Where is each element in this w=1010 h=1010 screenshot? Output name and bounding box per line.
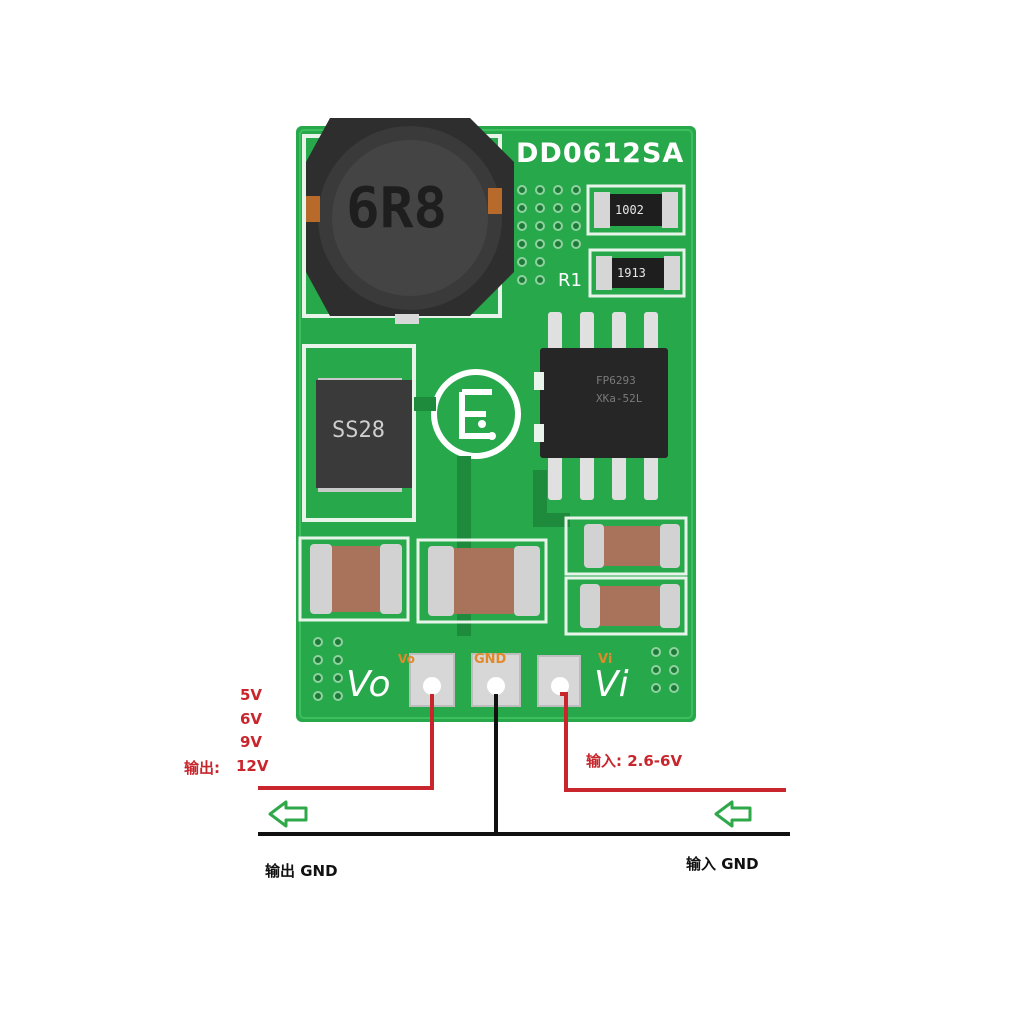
board-logo xyxy=(431,369,521,459)
output-voltage-5v: 5V xyxy=(240,686,263,704)
resistor2-marking: 1913 xyxy=(617,266,646,280)
resistor-1913 xyxy=(588,248,686,298)
input-wire xyxy=(560,692,786,792)
inductor xyxy=(306,118,514,324)
via-grid xyxy=(517,185,581,285)
pin-label-gnd: GND xyxy=(474,652,507,667)
output-wire xyxy=(258,694,434,790)
ic-marking-line2: XKa-52L xyxy=(596,392,643,405)
resistor-1002 xyxy=(586,184,686,236)
silk-vi: Vi xyxy=(594,664,629,705)
pad-vi xyxy=(537,655,581,707)
output-prefix-label: 输出: xyxy=(184,759,220,777)
output-voltage-9v: 9V xyxy=(240,733,263,751)
output-voltage-12v: 12V xyxy=(236,757,269,775)
diode-marking: SS28 xyxy=(332,418,385,443)
capacitor-right-top xyxy=(564,516,688,576)
inductor-marking: 6R8 xyxy=(346,176,448,241)
silk-vo: Vo xyxy=(346,664,391,705)
input-gnd-label: 输入 GND xyxy=(686,855,759,873)
resistor-designator: R1 xyxy=(558,270,582,291)
input-arrow-icon xyxy=(714,800,752,828)
output-arrow-icon xyxy=(268,800,308,828)
capacitor-middle xyxy=(416,538,548,624)
capacitor-right-bottom xyxy=(564,576,688,636)
board-model-label: DD0612SA xyxy=(516,138,685,169)
capacitor-left xyxy=(298,536,410,622)
resistor1-marking: 1002 xyxy=(615,203,644,217)
pin-label-vi: Vi xyxy=(598,652,613,667)
diode xyxy=(316,378,412,492)
output-voltage-6v: 6V xyxy=(240,710,263,728)
ic-marking-line1: FP6293 xyxy=(596,374,636,387)
pin-label-vo: Vo xyxy=(398,652,415,666)
ic-chip xyxy=(534,312,668,500)
output-gnd-label: 输出 GND xyxy=(265,862,338,880)
input-voltage-label: 输入: 2.6-6V xyxy=(586,752,683,770)
